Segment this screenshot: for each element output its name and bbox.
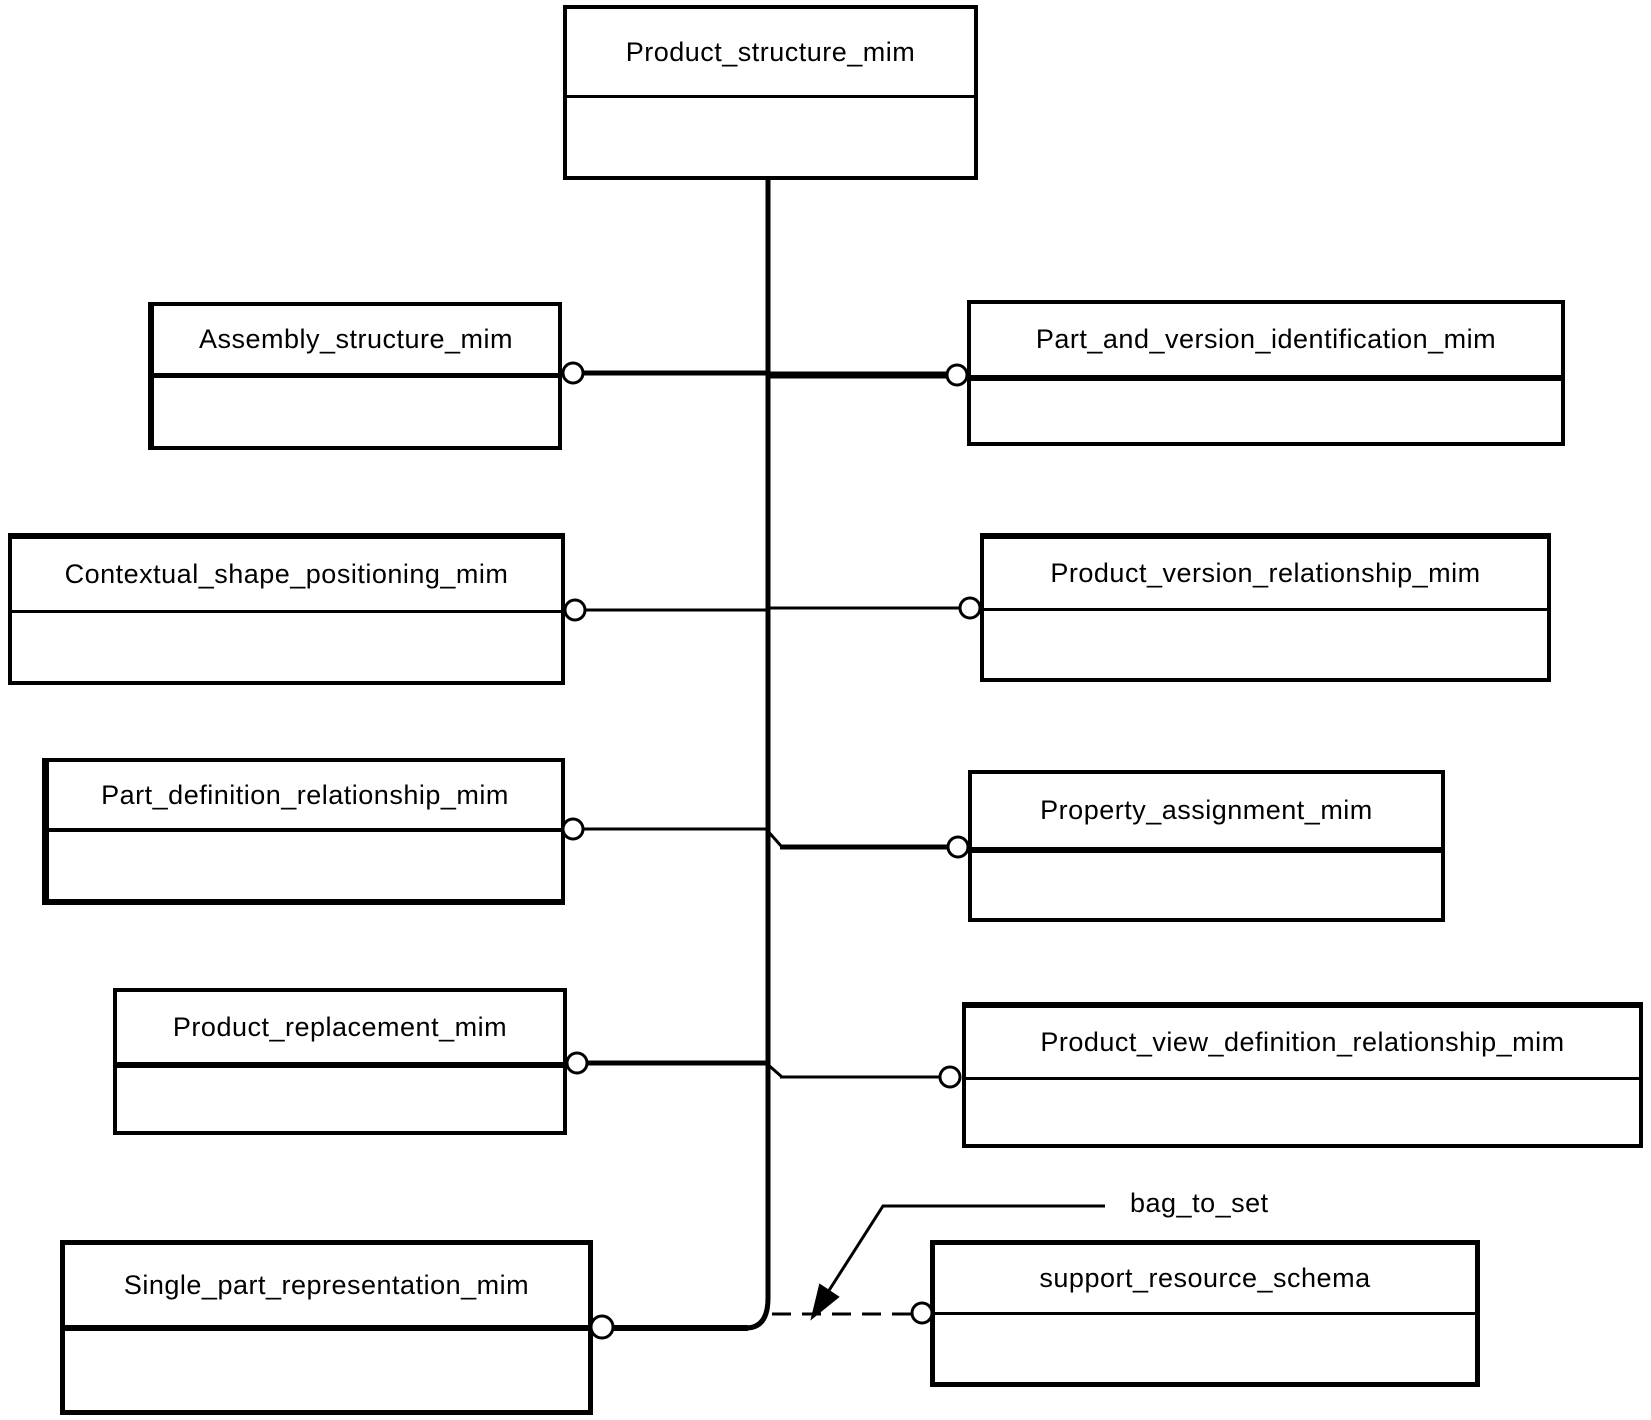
node-title: Assembly_structure_mim [154, 306, 558, 378]
edge-junction-jog-row4 [765, 1061, 783, 1079]
node-title: Product_structure_mim [567, 9, 974, 98]
node-product-structure-mim: Product_structure_mim [563, 5, 978, 180]
node-title: Contextual_shape_positioning_mim [12, 539, 561, 613]
node-title: Property_assignment_mim [972, 774, 1441, 853]
node-empty-compartment [49, 832, 561, 899]
trunk-line [745, 178, 771, 1331]
node-product-version-relationship-mim: Product_version_relationship_mim [980, 533, 1551, 682]
node-title: support_resource_schema [935, 1245, 1475, 1315]
node-title: Product_version_relationship_mim [984, 539, 1547, 611]
node-title: Part_and_version_identification_mim [971, 304, 1561, 381]
node-empty-compartment [984, 611, 1547, 678]
circle-connector-support-resource [910, 1301, 934, 1325]
node-empty-compartment [12, 613, 561, 681]
node-product-replacement-mim: Product_replacement_mim [113, 988, 567, 1135]
node-empty-compartment [567, 98, 974, 176]
node-empty-compartment [971, 381, 1561, 442]
node-title: Single_part_representation_mim [65, 1245, 588, 1331]
node-title: Product_view_definition_relationship_mim [966, 1008, 1639, 1080]
circle-connector-assembly [561, 361, 585, 385]
circle-connector-product-version [958, 596, 982, 620]
node-empty-compartment [972, 853, 1441, 918]
node-single-part-representation-mim: Single_part_representation_mim [60, 1240, 593, 1415]
circle-connector-product-view [938, 1065, 962, 1089]
bag-to-set-arrowhead [810, 1283, 840, 1321]
node-empty-compartment [935, 1315, 1475, 1382]
node-support-resource-schema: support_resource_schema [930, 1240, 1480, 1387]
node-empty-compartment [966, 1080, 1639, 1144]
circle-connector-part-and-version [945, 363, 969, 387]
circle-connector-property-assignment [946, 835, 970, 859]
node-part-definition-relationship-mim: Part_definition_relationship_mim [42, 758, 565, 905]
node-empty-compartment [117, 1068, 563, 1131]
circle-connector-product-replacement [565, 1051, 589, 1075]
node-empty-compartment [154, 378, 558, 446]
node-product-view-definition-relationship-mim: Product_view_definition_relationship_mim [962, 1002, 1643, 1148]
node-part-and-version-identification-mim: Part_and_version_identification_mim [967, 300, 1565, 446]
node-assembly-structure-mim: Assembly_structure_mim [148, 302, 562, 450]
circle-connector-part-definition [561, 817, 585, 841]
bag-to-set-label: bag_to_set [1130, 1188, 1269, 1218]
node-title: Part_definition_relationship_mim [49, 762, 561, 832]
node-title: Product_replacement_mim [117, 992, 563, 1068]
circle-connector-single-part [589, 1314, 615, 1340]
node-contextual-shape-positioning-mim: Contextual_shape_positioning_mim [8, 533, 565, 685]
node-empty-compartment [65, 1331, 588, 1410]
circle-connector-contextual [563, 598, 587, 622]
edge-junction-jog-row3 [764, 828, 784, 848]
node-property-assignment-mim: Property_assignment_mim [968, 770, 1445, 922]
